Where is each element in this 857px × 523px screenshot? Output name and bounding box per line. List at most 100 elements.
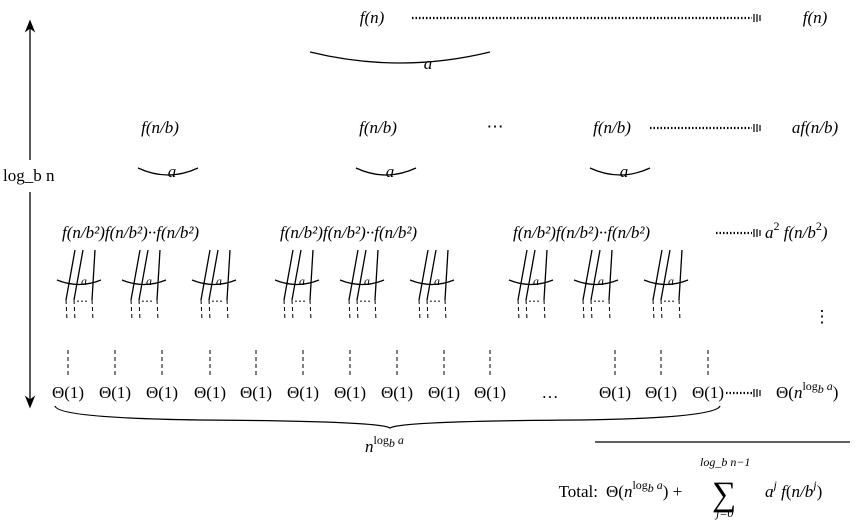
dashed-edge (652, 299, 655, 321)
dashed-edge (226, 299, 229, 321)
level1-node: f(n/b) (593, 118, 631, 137)
leaf-dots: ⋯ (429, 294, 441, 308)
branch-label: a (620, 162, 629, 181)
leaf-dots: ⋯ (663, 294, 675, 308)
dashed-edge (678, 299, 681, 321)
branch-label: a (424, 54, 433, 73)
dashed-edge (418, 299, 421, 321)
level1-node: f(n/b) (359, 118, 397, 137)
dashed-edge (590, 299, 593, 321)
small-branch-arc (121, 279, 167, 286)
leaf-node: Θ(1) (428, 383, 460, 402)
tree-edge (426, 249, 437, 301)
branch-label: a (386, 162, 395, 181)
tree-edge (293, 146, 370, 214)
tree-edge (590, 249, 601, 301)
tree-edge (385, 35, 400, 116)
leaf-brace (54, 405, 721, 429)
tree-edge (283, 249, 294, 301)
level-cost-0: f(n) (803, 8, 828, 27)
dashed-edge (517, 299, 520, 321)
sum-lower: j=0 (714, 506, 733, 520)
small-branch-arc (56, 279, 102, 286)
dashed-edge (348, 299, 351, 321)
tree-edge (652, 249, 663, 301)
tree-edge (138, 249, 149, 301)
leaf-node: Θ(1) (287, 383, 319, 402)
tree-edge (175, 35, 400, 116)
leaf-gap: … (542, 383, 559, 402)
branch-label: a (434, 274, 440, 288)
dotted-arrow-head (753, 229, 761, 237)
leaf-dots: ⋯ (593, 294, 605, 308)
summand: aj f(n/bj) (765, 478, 822, 501)
branch-label: a (668, 274, 674, 288)
leaf-node: Θ(1) (692, 383, 724, 402)
dashed-edge (291, 299, 294, 321)
tree-edge (226, 249, 231, 301)
root-branch-arc (309, 51, 491, 64)
level2-nodes: f(n/b²)f(n/b²)··f(n/b²) (513, 223, 650, 242)
leaf-node: Θ(1) (474, 383, 506, 402)
tree-edge (400, 35, 605, 116)
dashed-edge (156, 299, 159, 321)
level2-nodes: f(n/b²)f(n/b²)··f(n/b²) (62, 223, 199, 242)
tree-edge (291, 249, 302, 301)
branch-label: a (81, 274, 87, 288)
dashed-edge (608, 299, 611, 321)
tree-edge (309, 249, 314, 301)
tree-edge (91, 249, 96, 301)
dashed-edge (426, 299, 429, 321)
dashed-edge (91, 299, 94, 321)
tree-edge (527, 146, 604, 214)
leaf-node: Θ(1) (599, 383, 631, 402)
dashed-edge (130, 299, 133, 321)
branch-label: a (364, 274, 370, 288)
dashed-edge (309, 299, 312, 321)
small-branch-arc (274, 279, 320, 286)
level-cost-2: a2 f(n/b2) (765, 219, 828, 242)
tree-edge (152, 146, 160, 214)
dashed-edge (356, 299, 359, 321)
branch-arc (589, 167, 651, 176)
tree-edge (130, 249, 141, 301)
tree-edge (75, 146, 152, 214)
dotted-arrow-head (753, 124, 761, 132)
tree-edge (582, 249, 593, 301)
tree-edge (543, 249, 548, 301)
tree-edge (525, 249, 536, 301)
leaf-dots: ⋯ (294, 294, 306, 308)
leaf-dots: ⋯ (528, 294, 540, 308)
small-branch-arc (191, 279, 237, 286)
leaf-dots: ⋯ (359, 294, 371, 308)
dashed-edge (660, 299, 663, 321)
leaf-count-label: nlogb a (365, 433, 404, 456)
dashed-edge (208, 299, 211, 321)
tree-edge (200, 249, 211, 301)
small-branch-arc (573, 279, 619, 286)
tree-edge (208, 249, 219, 301)
leaf-node: Θ(1) (194, 383, 226, 402)
dashed-edge (582, 299, 585, 321)
root-node: f(n) (360, 8, 385, 27)
leaf-node: Θ(1) (645, 383, 677, 402)
total-first-term: Θ(nlogb a) + (606, 478, 682, 501)
dashed-edge (65, 299, 68, 321)
tree-edge (604, 146, 612, 214)
tree-edge (156, 249, 161, 301)
depth-label: log_b n (3, 166, 55, 185)
leaf-dots: ⋯ (141, 294, 153, 308)
tree-edge (73, 249, 84, 301)
total-prefix: Total: (559, 482, 598, 501)
tree-edge (517, 249, 528, 301)
tree-edge (444, 249, 449, 301)
dotted-arrow-head (753, 389, 761, 397)
small-branch-arc (409, 279, 455, 286)
tree-edge (374, 249, 379, 301)
tree-edges (56, 14, 761, 397)
dotted-arrow-head (753, 14, 761, 22)
level-cost-dots: ⋮ (814, 307, 831, 326)
level1-gap: ⋯ (487, 117, 504, 136)
dashed-edge (73, 299, 76, 321)
tree-edge (660, 249, 671, 301)
